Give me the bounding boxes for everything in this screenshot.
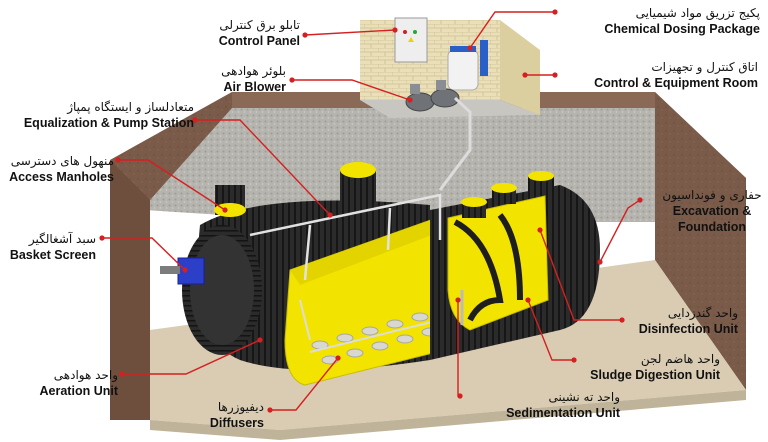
label-disinfection: واحد گندزدایی Disinfection Unit <box>638 306 738 336</box>
label-basket-screen: سبد آشغالگیر Basket Screen <box>9 232 96 262</box>
control-room-back-wall <box>360 20 500 100</box>
label-control-room: اتاق کنترل و تجهیزات Control & Equipment… <box>594 60 758 90</box>
label-aeration: واحد هوادهی Aeration Unit <box>39 368 118 398</box>
label-control-panel: تابلو برق کنترلی Control Panel <box>218 18 300 48</box>
label-air-blower: بلوئر هوادهی Air Blower <box>221 64 286 94</box>
pit-right-wall <box>655 92 746 390</box>
label-sludge-digestion: واحد هاضم لجن Sludge Digestion Unit <box>590 352 720 382</box>
label-diffusers: دیفیوزرها Diffusers <box>209 400 264 430</box>
basket-screen-box <box>177 257 205 285</box>
control-room-floor <box>360 100 540 118</box>
label-chemical-dosing: پکیج تزریق مواد شیمیایی Chemical Dosing … <box>604 6 760 36</box>
control-room-right-wall <box>500 20 540 115</box>
label-access-manholes: منهول های دسترسی Access Manholes <box>9 154 114 184</box>
blower-1 <box>405 92 435 112</box>
dosing-tank <box>447 49 479 91</box>
label-equalization: متعادلساز و ایستگاه پمپاژ Equalization &… <box>23 100 194 130</box>
sedimentation-cone <box>453 219 504 322</box>
blower-2 <box>430 88 460 108</box>
label-sedimentation: واحد ته نشینی Sedimentation Unit <box>506 390 620 420</box>
label-excavation: حفاری و فونداسیون Excavation & Foundatio… <box>662 188 762 234</box>
air-header-pipe <box>249 193 442 281</box>
